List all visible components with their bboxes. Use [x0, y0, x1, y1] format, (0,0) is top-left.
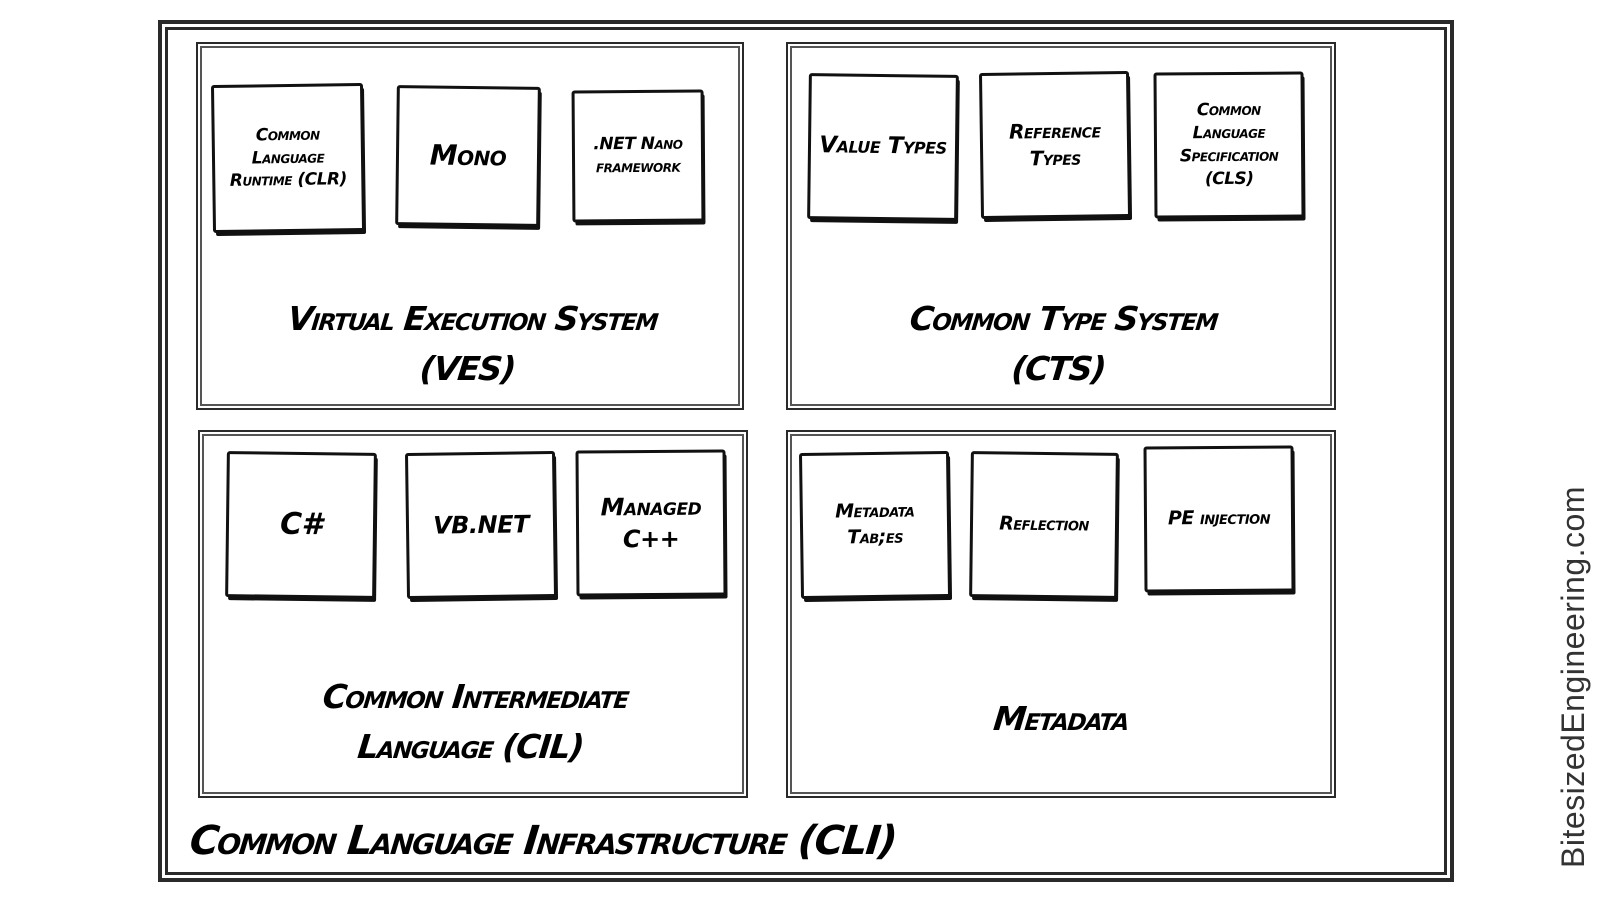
card-vbnet: VB.NET [404, 450, 558, 600]
card-managed-cpp: Managed C++ [575, 449, 727, 597]
panel-ves-title-line2: (VES) [418, 348, 517, 388]
card-nano-label: .NET Nano framework [593, 133, 683, 178]
card-cls: Common Language Specification (CLS) [1153, 71, 1305, 219]
card-clr-label: Common Language Runtime (CLR) [229, 124, 347, 192]
card-value-types: Value Types [807, 73, 959, 221]
card-value-types-label: Value Types [819, 132, 947, 161]
card-vbnet-label: VB.NET [432, 510, 530, 540]
cli-outer-frame [158, 20, 1454, 882]
panel-cts-title-line2: (CTS) [1009, 348, 1108, 388]
card-pe-injection: PE injection [1143, 445, 1295, 593]
card-metadata-tables: Metadata Tab;es [798, 450, 952, 600]
card-clr: Common Language Runtime (CLR) [210, 82, 366, 234]
card-mono-label: Mono [429, 138, 507, 173]
card-reference-types-label: Reference Types [1008, 118, 1101, 171]
panel-cts: Value Types Reference Types Common Langu… [786, 42, 1336, 410]
card-metadata-tables-label: Metadata Tab;es [835, 499, 915, 549]
panel-ves-title-line1: Virtual Execution System [285, 299, 660, 338]
panel-cil-title-line1: Common Intermediate [320, 677, 631, 716]
panel-metadata: Metadata Tab;es Reflection PE injection … [786, 430, 1336, 798]
panel-ves-title: Virtual Execution System (VES) [193, 294, 747, 393]
panel-cts-title: Common Type System (CTS) [783, 294, 1339, 393]
panel-metadata-title: Metadata [785, 694, 1336, 744]
card-mono: Mono [395, 85, 541, 227]
panel-cil-title: Common Intermediate Language (CIL) [195, 672, 751, 771]
card-cls-label: Common Language Specification (CLS) [1179, 99, 1279, 190]
card-csharp: C# [225, 451, 377, 599]
panel-cil: C# VB.NET Managed C++ Common Intermediat… [198, 430, 748, 798]
card-nano: .NET Nano framework [571, 89, 705, 223]
card-managed-cpp-label: Managed C++ [600, 492, 702, 554]
card-reference-types: Reference Types [978, 70, 1132, 220]
panel-ves: Common Language Runtime (CLR) Mono .NET … [196, 42, 744, 410]
panel-cil-title-line2: Language (CIL) [355, 726, 586, 766]
card-reflection: Reflection [969, 451, 1119, 599]
card-csharp-label: C# [279, 506, 323, 543]
watermark: BitesizedEngineering.com [1555, 486, 1591, 868]
main-title: Common Language Infrastructure (CLI) [187, 818, 898, 864]
card-pe-injection-label: PE injection [1167, 506, 1271, 530]
panel-cts-title-line1: Common Type System [907, 299, 1220, 338]
card-reflection-label: Reflection [999, 512, 1090, 536]
panel-metadata-title-line1: Metadata [991, 699, 1131, 738]
